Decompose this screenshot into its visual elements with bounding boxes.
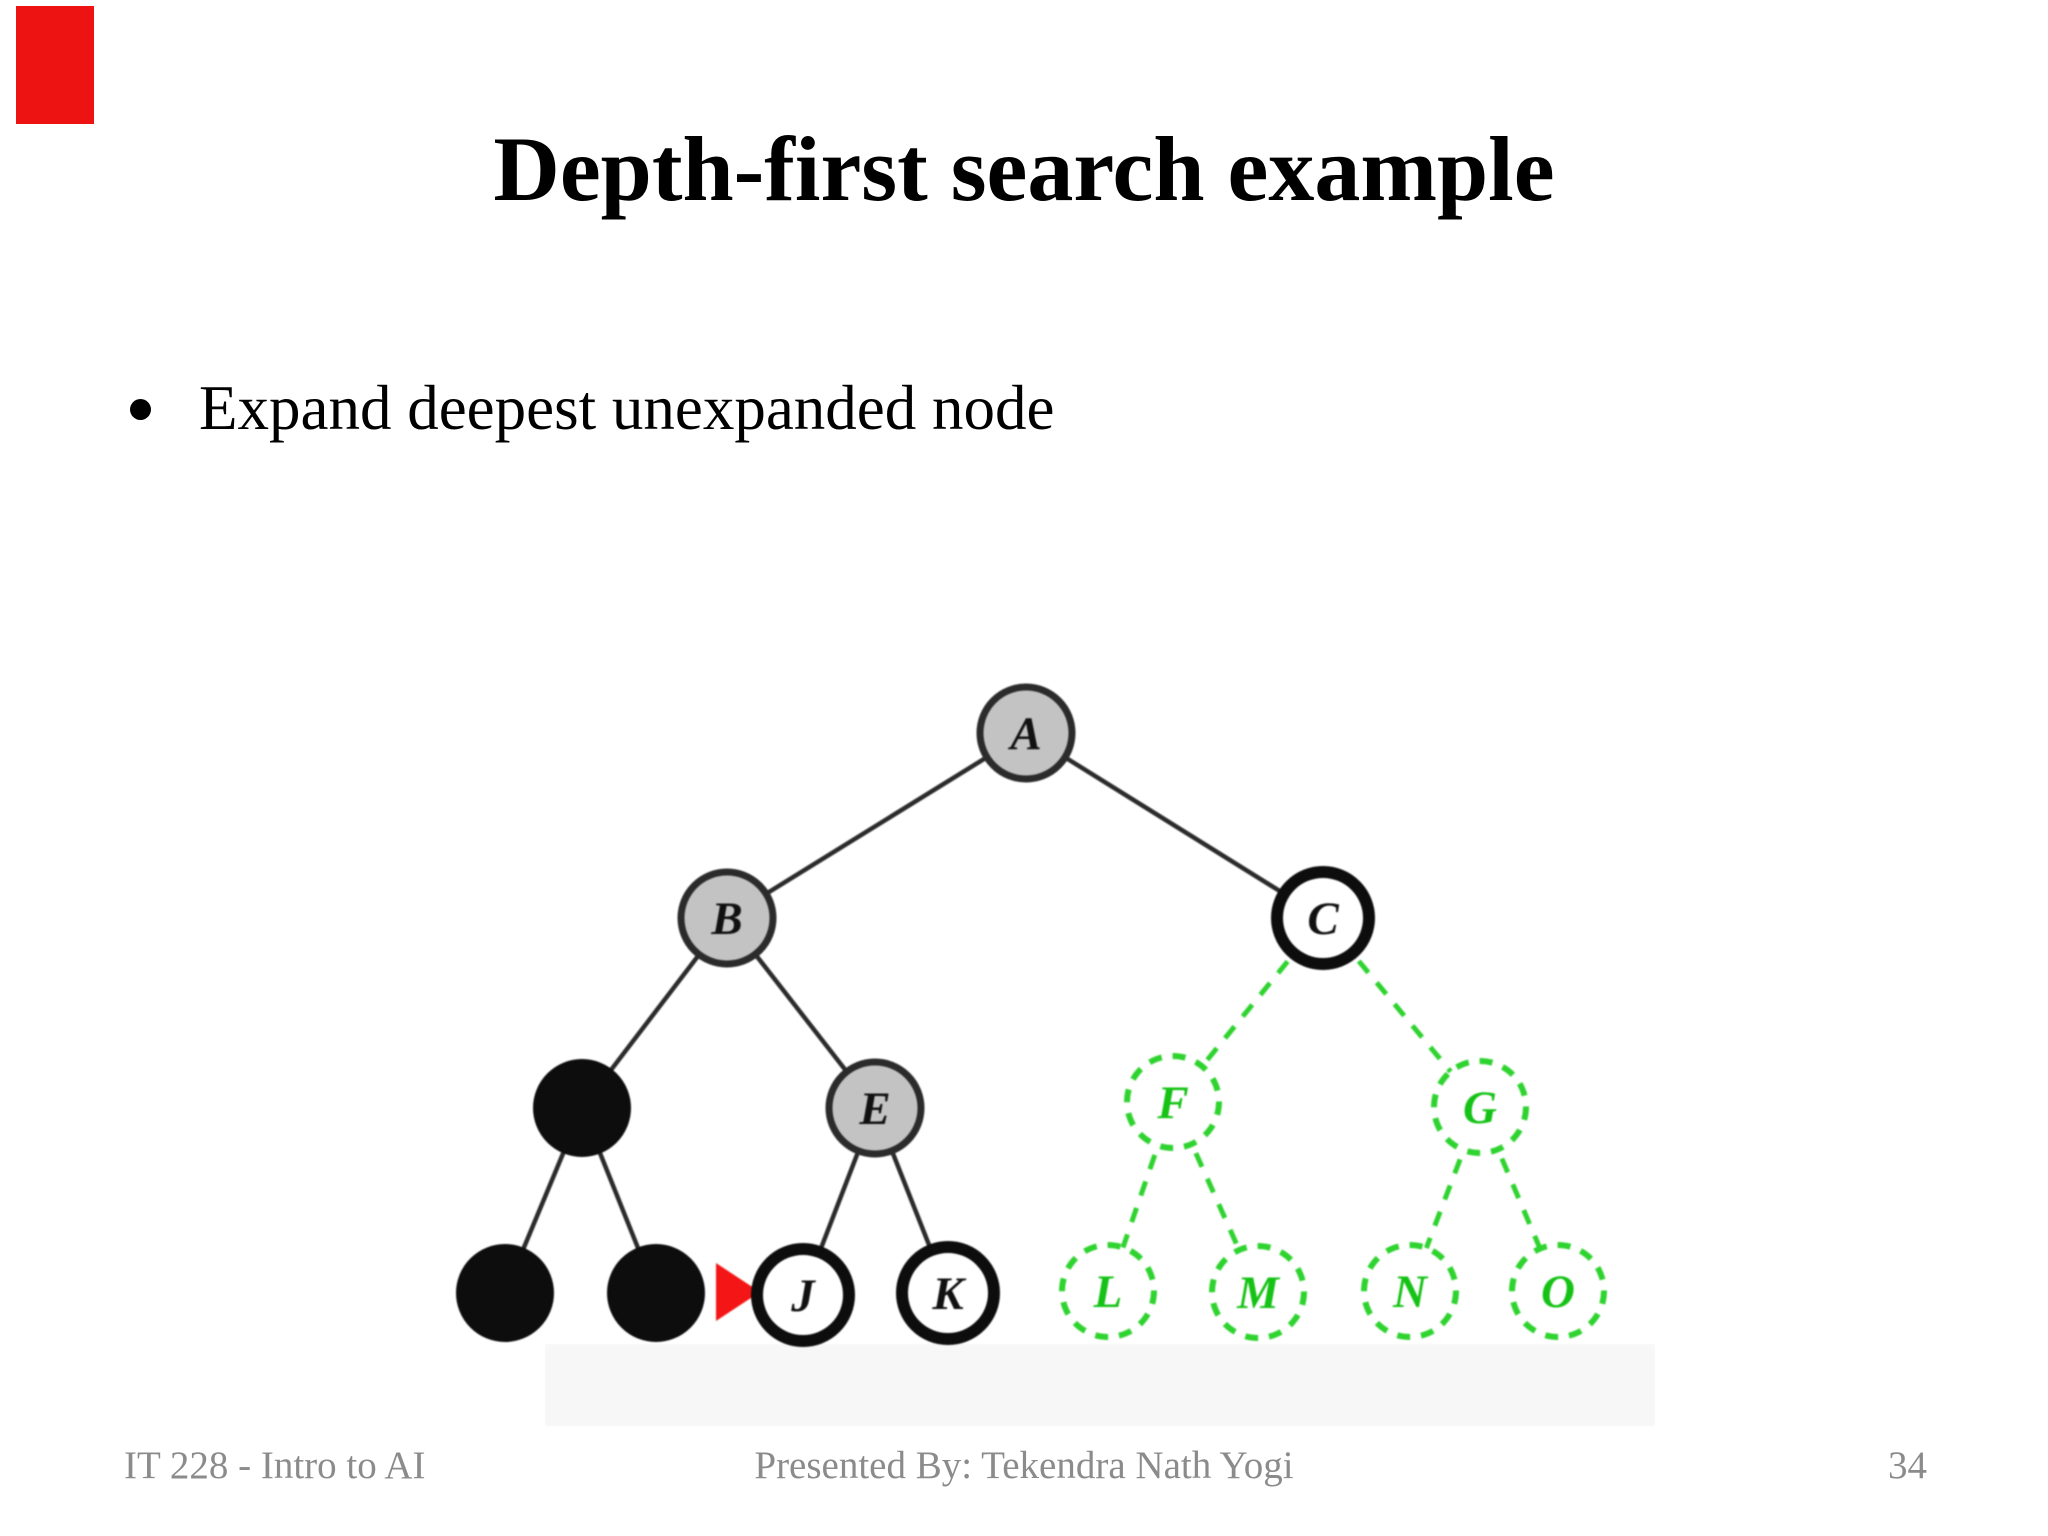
tree-node-label-C: C	[1307, 893, 1339, 945]
tree-edge-A-B	[725, 731, 1028, 920]
red-corner-marker	[16, 6, 94, 124]
tree-node-label-K: K	[931, 1268, 966, 1320]
bullet-item: Expand deepest unexpanded node	[130, 377, 1054, 440]
tree-node-label-A: A	[1007, 708, 1041, 760]
tree-node-O	[1509, 1242, 1607, 1340]
footer-presenter-label: Presented By: Tekendra Nath Yogi	[754, 1444, 1294, 1487]
tree-node-label-B: B	[710, 893, 742, 945]
tree-node-D	[533, 1059, 631, 1157]
slide-title: Depth-first search example	[493, 118, 1555, 220]
bullet-text: Expand deepest unexpanded node	[199, 373, 1055, 443]
tree-node-A	[976, 683, 1076, 783]
tree-background-band	[545, 1344, 1655, 1426]
tree-node-J	[751, 1243, 855, 1347]
tree-node-label-J: J	[790, 1270, 816, 1322]
tree-node-label-E: E	[858, 1083, 890, 1135]
tree-node-M	[1209, 1243, 1307, 1341]
tree-node-label-N: N	[1392, 1266, 1429, 1318]
current-node-arrow-icon	[716, 1263, 760, 1321]
tree-node-C	[1271, 866, 1375, 970]
tree-node-label-G: G	[1463, 1082, 1497, 1134]
footer-page-number: 34	[1888, 1444, 1927, 1487]
tree-node-F	[1124, 1053, 1222, 1151]
tree-edge-A-C	[1024, 731, 1325, 920]
tree-node-label-F: F	[1156, 1077, 1188, 1129]
tree-node-label-O: O	[1541, 1266, 1575, 1318]
tree-node-N	[1361, 1242, 1459, 1340]
tree-node-K	[896, 1241, 1000, 1345]
footer-course-label: IT 228 - Intro to AI	[124, 1444, 426, 1487]
tree-node-B	[677, 868, 777, 968]
tree-node-label-L: L	[1093, 1266, 1123, 1318]
tree-node-E	[825, 1058, 925, 1158]
bullet-icon	[130, 399, 151, 420]
tree-node-H	[456, 1244, 554, 1342]
tree-node-I	[607, 1244, 705, 1342]
tree-node-label-M: M	[1236, 1267, 1281, 1319]
tree-node-L	[1059, 1242, 1157, 1340]
tree-node-G	[1431, 1058, 1529, 1156]
